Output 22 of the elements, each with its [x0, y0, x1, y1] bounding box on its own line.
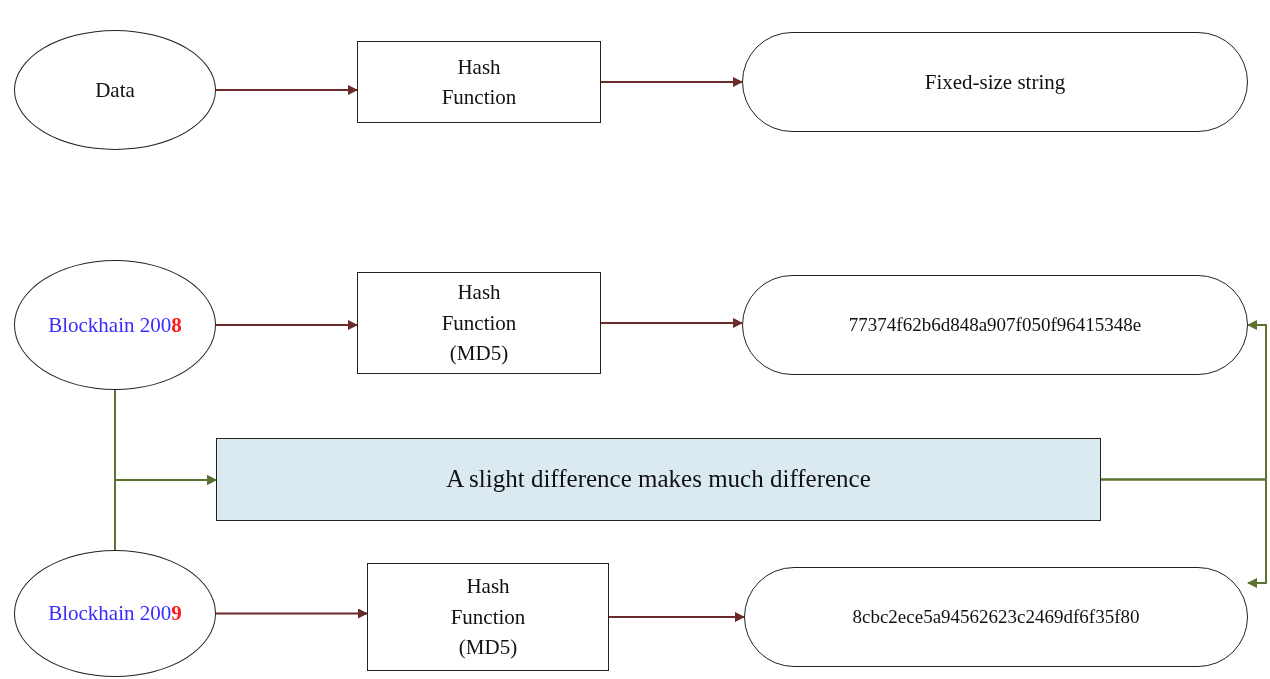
process-box — [367, 563, 609, 671]
arrow — [114, 475, 217, 551]
node-label: Fixed-size string — [924, 68, 1066, 96]
node-label: Blockhain 2008 — [48, 311, 182, 339]
node-label: A slight difference makes much difference — [446, 464, 871, 495]
note-box — [216, 438, 1101, 521]
arrow — [600, 77, 743, 87]
process-box — [357, 41, 601, 123]
node-label: 77374f62b6d848a907f050f96415348e — [848, 313, 1142, 338]
arrow — [608, 612, 745, 622]
arrow — [215, 608, 368, 619]
node-label: Data — [95, 76, 135, 104]
node-label: Blockhain 2009 — [48, 600, 182, 628]
arrow — [600, 318, 743, 328]
node-label: Hash Function (MD5) — [440, 279, 518, 368]
arrow — [1100, 478, 1267, 588]
arrow — [215, 320, 358, 330]
node-label: Hash Function (MD5) — [449, 573, 527, 662]
arrow — [215, 85, 358, 95]
process-box — [357, 272, 601, 374]
node-label: 8cbc2ece5a94562623c2469df6f35f80 — [852, 605, 1140, 630]
node-label: Hash Function — [440, 53, 518, 111]
